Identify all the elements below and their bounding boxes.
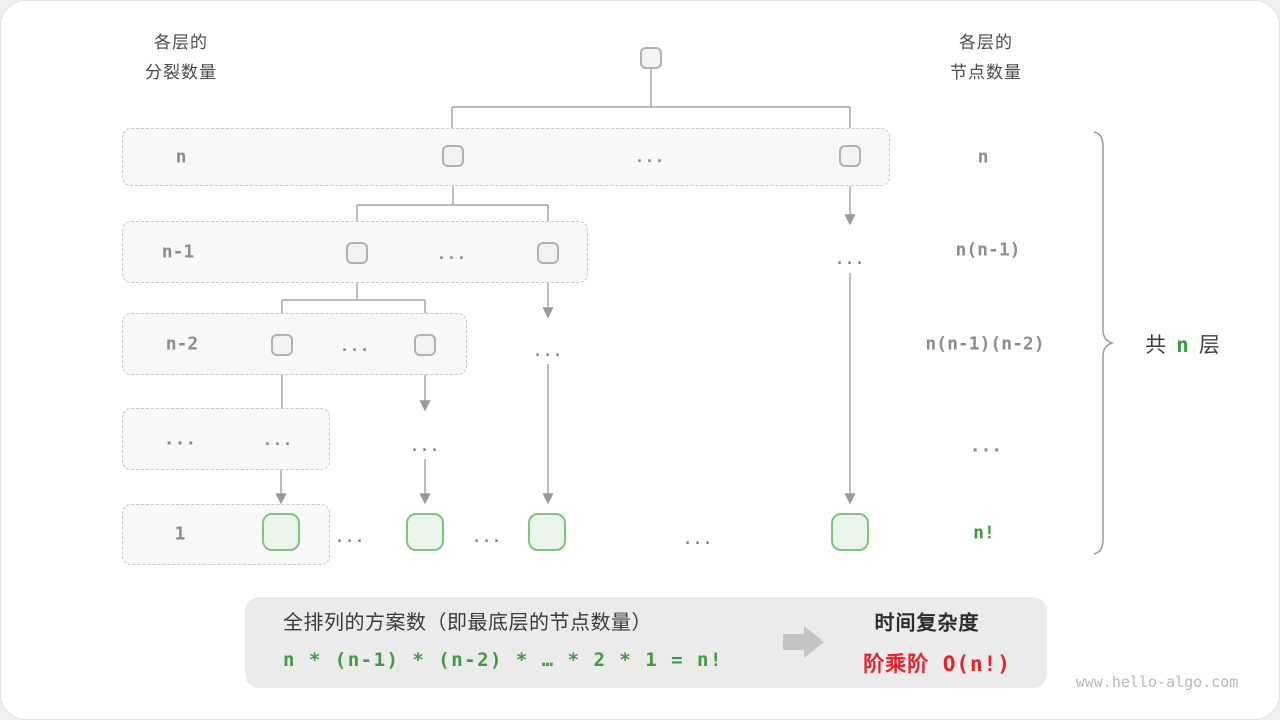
brace-icon	[1093, 131, 1115, 555]
split-count-level-3: n-2	[165, 333, 199, 355]
header-splits-per-level: 各层的 分裂数量	[145, 28, 217, 88]
ellipsis: ...	[436, 245, 468, 263]
tree-node	[271, 334, 293, 356]
level-4-box	[122, 408, 330, 470]
ellipsis: ...	[834, 250, 866, 268]
node-count-level-3: n(n-1)(n-2)	[925, 333, 1045, 355]
tree-node	[442, 145, 464, 167]
ellipsis: ...	[339, 337, 371, 355]
layer-count-suffix: 层	[1198, 334, 1221, 357]
header-splits-line2: 分裂数量	[145, 63, 217, 82]
tree-node	[537, 242, 559, 264]
node-count-level-2: n(n-1)	[955, 239, 1021, 261]
node-count-level-4: ...	[969, 435, 1003, 457]
ellipsis: ...	[471, 528, 503, 546]
leaf-node	[406, 513, 444, 551]
header-nodes-line2: 节点数量	[950, 63, 1022, 82]
header-nodes-per-level: 各层的 节点数量	[950, 28, 1022, 88]
node-count-level-5: n!	[973, 522, 995, 544]
tree-node	[346, 242, 368, 264]
layer-count-n: n	[1176, 333, 1190, 357]
split-count-level-5: 1	[174, 523, 186, 545]
ellipsis: ...	[409, 437, 441, 455]
summary-formula: n * (n-1) * (n-2) * … * 2 * 1 = n!	[283, 649, 723, 671]
level-1-box	[122, 128, 890, 186]
tree-node	[839, 145, 861, 167]
complexity-title: 时间复杂度	[874, 612, 980, 635]
level-3-box	[122, 313, 467, 375]
summary-caption: 全排列的方案数（即最底层的节点数量）	[283, 612, 652, 634]
layer-count-prefix: 共	[1145, 334, 1168, 357]
leaf-node	[528, 513, 566, 551]
node-count-level-1: n	[977, 146, 989, 168]
level-2-box	[122, 221, 588, 283]
ellipsis: ...	[532, 342, 564, 360]
leaf-node	[831, 513, 869, 551]
ellipsis: ...	[634, 148, 666, 166]
split-count-level-2: n-1	[161, 241, 195, 263]
ellipsis: ...	[262, 431, 294, 449]
tree-root-node	[640, 47, 662, 69]
header-nodes-line1: 各层的	[959, 33, 1013, 52]
tree-node	[414, 334, 436, 356]
leaf-node	[262, 513, 300, 551]
summary-panel: 全排列的方案数（即最底层的节点数量） n * (n-1) * (n-2) * ……	[245, 597, 1047, 688]
header-splits-line1: 各层的	[154, 33, 208, 52]
right-arrow-icon	[783, 626, 825, 658]
split-count-level-4: ...	[163, 428, 197, 450]
watermark: www.hello-algo.com	[1075, 673, 1239, 691]
split-count-level-1: n	[175, 146, 187, 168]
ellipsis: ...	[334, 528, 366, 546]
complexity-value: 阶乘阶 O(n!)	[863, 652, 1011, 676]
ellipsis: ...	[682, 530, 714, 548]
